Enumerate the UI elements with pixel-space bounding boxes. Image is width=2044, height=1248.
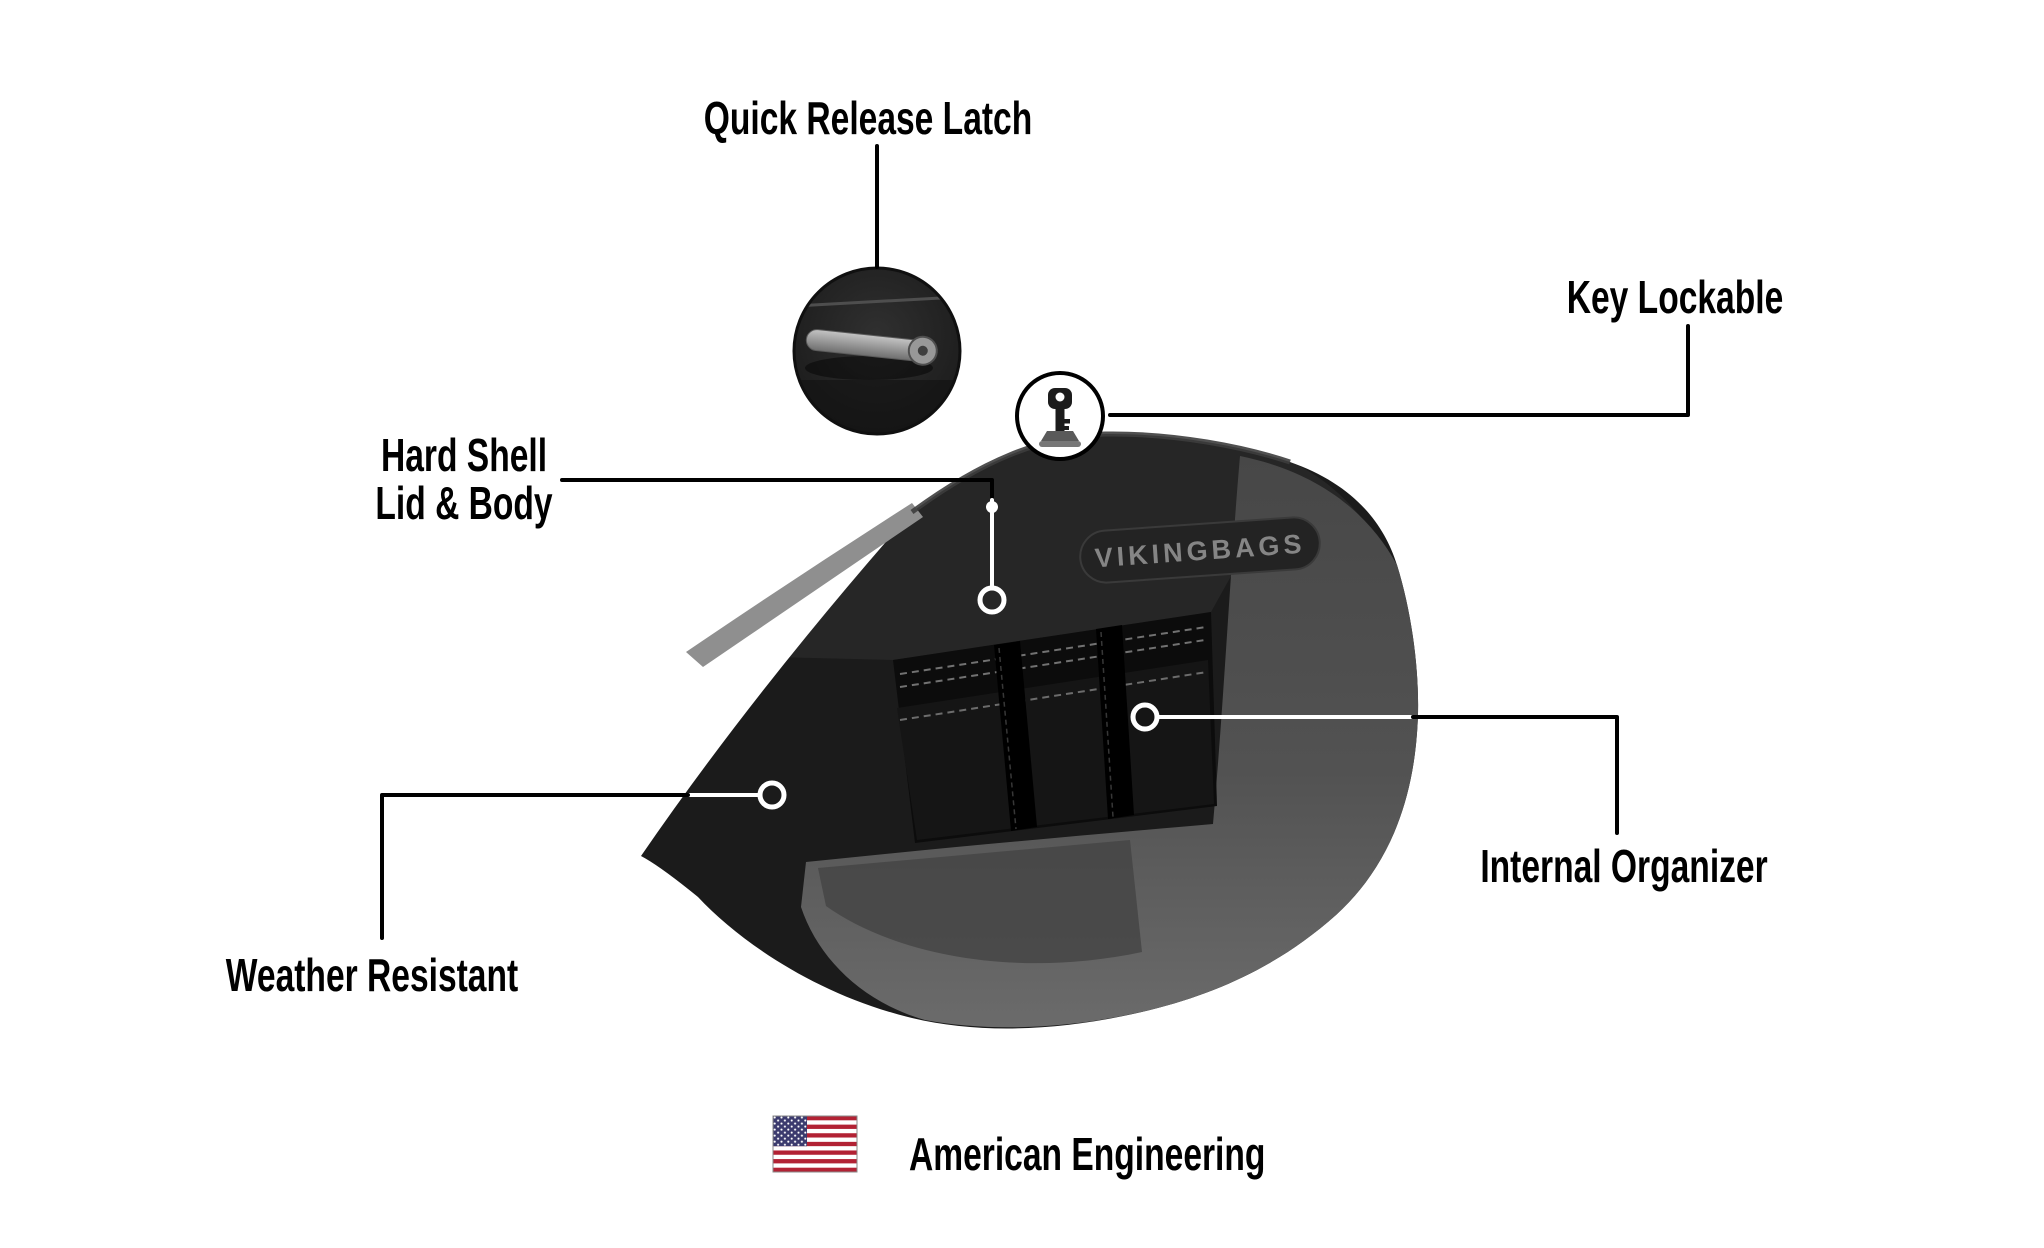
feature-label-hard-shell-line1: Hard Shell [380, 429, 548, 481]
latch-detail-circle [792, 266, 962, 436]
stitch-line [899, 626, 1207, 675]
saddlebag-bottom-shading [818, 840, 1142, 964]
leader-lines [380, 144, 1690, 940]
leader-line-hard-shell-outer [560, 478, 994, 502]
brand-logo-plate: VIKINGBAGS [1079, 516, 1321, 584]
marker-ring-weather [757, 780, 787, 810]
feature-label-internal-organizer: Internal Organizer [1480, 840, 1768, 892]
flag-stars [773, 1116, 807, 1147]
leader-line-key-lockable [1108, 324, 1690, 417]
saddlebag-lid-sheen [690, 433, 1370, 660]
feature-label-key-lockable: Key Lockable [1566, 271, 1784, 323]
latch-seam-line [795, 295, 959, 308]
saddlebag-illustration: VIKINGBAGS [641, 431, 1419, 1029]
internal-organizer-pockets [893, 612, 1217, 843]
feature-label-quick-release-latch: Quick Release Latch [703, 92, 1033, 144]
feature-label-american-engineering: American Engineering [909, 1128, 1266, 1180]
latch-handle-icon [805, 329, 938, 366]
organizer-pocket-front [897, 660, 1214, 840]
divider-stitch [1100, 631, 1114, 818]
lid-top-edge-highlight [910, 431, 1291, 515]
divider-stitch [998, 647, 1017, 830]
pocket-divider [994, 641, 1037, 831]
feature-label-weather-resistant: Weather Resistant [225, 949, 519, 1001]
lid-stripe-highlight [686, 503, 923, 667]
leader-line-weather-outer [380, 793, 690, 940]
brand-logo-plate-bg [1079, 516, 1321, 584]
leader-line-organizer-outer [1411, 715, 1619, 835]
pocket-divider [1096, 625, 1134, 819]
flag-border [772, 1115, 858, 1173]
stitch-line [899, 671, 1208, 721]
us-flag-icon [772, 1115, 858, 1173]
feature-label-hard-shell-line2: Lid & Body [375, 477, 553, 529]
key-icon [1039, 388, 1081, 447]
flag-stripes [773, 1116, 857, 1172]
marker-dot-hard-shell [986, 501, 998, 513]
latch-shadow [805, 356, 933, 380]
marker-ring-hard-shell [977, 585, 1007, 615]
latch-lower-shade [795, 380, 959, 433]
key-lock-detail [1015, 371, 1105, 461]
feature-label-hard-shell: Hard Shell Lid & Body [375, 431, 552, 527]
stitch-line [899, 639, 1206, 688]
marker-ring-organizer [1130, 702, 1160, 732]
